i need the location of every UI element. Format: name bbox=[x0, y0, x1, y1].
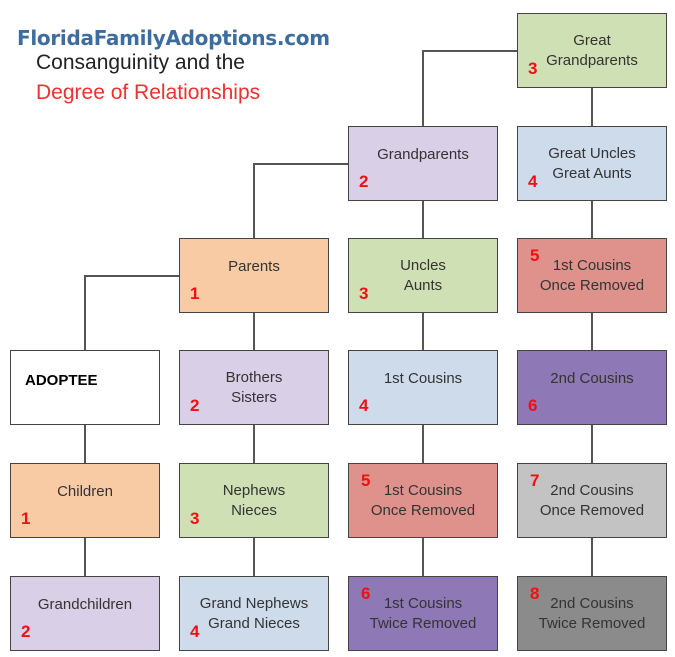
box-label: Great Grandparents bbox=[546, 32, 638, 69]
degree-number: 6 bbox=[528, 396, 538, 415]
box-label: Great Uncles Great Aunts bbox=[548, 145, 636, 182]
connector-line bbox=[84, 275, 86, 350]
degree-number: 3 bbox=[359, 284, 369, 303]
box-label: 2nd Cousins bbox=[550, 370, 634, 387]
degree-number: 8 bbox=[530, 584, 540, 603]
box-label: 1st Cousins Once Removed bbox=[539, 257, 645, 294]
degree-number: 4 bbox=[359, 396, 369, 415]
box-first-cousins: 1st Cousins 4 bbox=[348, 350, 498, 425]
box-label: 2nd Cousins Twice Removed bbox=[538, 595, 646, 632]
box-label: Uncles Aunts bbox=[400, 257, 446, 294]
title-line-2: Degree of Relationships bbox=[36, 81, 261, 104]
box-label: 1st Cousins Twice Removed bbox=[369, 595, 477, 632]
box-grandchildren: Grandchildren 2 bbox=[10, 576, 160, 651]
connector-line bbox=[253, 163, 348, 165]
box-label: Grandchildren bbox=[37, 596, 133, 613]
degree-number: 3 bbox=[528, 59, 538, 78]
connector-line bbox=[84, 275, 179, 277]
connector-line bbox=[253, 313, 255, 576]
degree-number: 1 bbox=[21, 509, 31, 528]
degree-number: 5 bbox=[361, 471, 371, 490]
box-label: 1st Cousins Once Removed bbox=[370, 482, 476, 519]
degree-number: 2 bbox=[190, 396, 200, 415]
connector-line bbox=[422, 50, 517, 52]
box-label: Nephews Nieces bbox=[222, 482, 286, 519]
box-label: Parents bbox=[228, 258, 280, 275]
degree-number: 6 bbox=[361, 584, 371, 603]
degree-number: 4 bbox=[528, 172, 538, 191]
box-label: Children bbox=[57, 483, 113, 500]
box-label: Grandparents bbox=[377, 146, 469, 163]
box-label: Brothers Sisters bbox=[225, 369, 283, 406]
box-parents: Parents 1 bbox=[179, 238, 329, 313]
box-great-uncles-aunts: Great Uncles Great Aunts 4 bbox=[517, 126, 667, 201]
degree-number: 4 bbox=[190, 622, 200, 641]
title-line-1: Consanguinity and the bbox=[36, 51, 245, 74]
box-brothers-sisters: Brothers Sisters 2 bbox=[179, 350, 329, 425]
site-name: FloridaFamilyAdoptions.com bbox=[17, 26, 330, 50]
degree-number: 2 bbox=[359, 172, 369, 191]
connector-line bbox=[422, 50, 424, 126]
box-nephews-nieces: Nephews Nieces 3 bbox=[179, 463, 329, 538]
degree-number: 2 bbox=[21, 622, 31, 641]
box-children: Children 1 bbox=[10, 463, 160, 538]
box-label: 2nd Cousins Once Removed bbox=[539, 482, 645, 519]
degree-number: 3 bbox=[190, 509, 200, 528]
box-second-cousins: 2nd Cousins 6 bbox=[517, 350, 667, 425]
box-label: 1st Cousins bbox=[383, 370, 463, 387]
degree-number: 1 bbox=[190, 284, 200, 303]
degree-number: 7 bbox=[530, 471, 540, 490]
box-label: Grand Nephews Grand Nieces bbox=[199, 595, 309, 632]
connector-line bbox=[253, 163, 255, 238]
box-label: ADOPTEE bbox=[25, 372, 98, 389]
box-grandparents: Grandparents 2 bbox=[348, 126, 498, 201]
connector-line bbox=[591, 88, 593, 576]
box-great-grandparents: Great Grandparents 3 bbox=[517, 13, 667, 88]
degree-number: 5 bbox=[530, 246, 540, 265]
box-adoptee: ADOPTEE bbox=[10, 350, 160, 425]
box-uncles-aunts: Uncles Aunts 3 bbox=[348, 238, 498, 313]
